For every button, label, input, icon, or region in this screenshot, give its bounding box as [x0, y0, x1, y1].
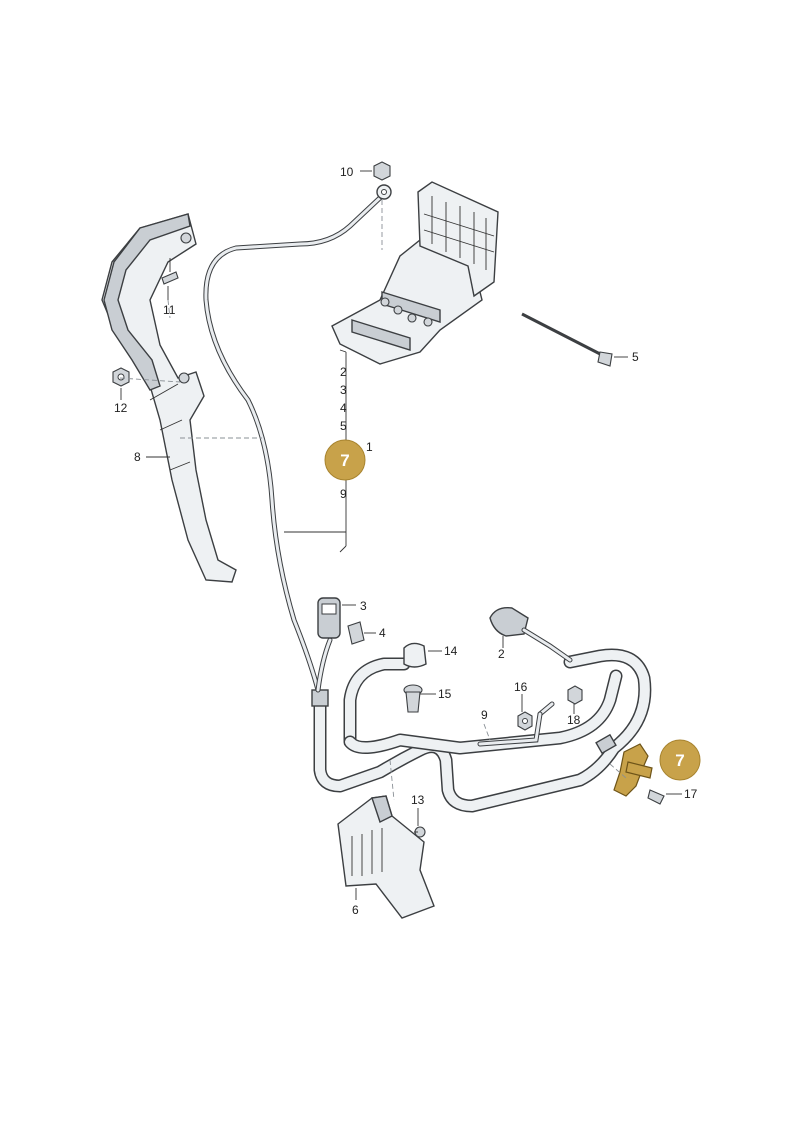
clip-4 [347, 621, 376, 645]
callout-list-4: 4 [340, 401, 347, 415]
callout-1: 1 [366, 440, 373, 454]
main-cable [203, 184, 392, 693]
badge-7-right: 7 [659, 739, 701, 781]
bracket-6 [337, 795, 435, 919]
battery-tray [331, 181, 499, 365]
callout-list-9: 9 [340, 487, 347, 501]
connector-2 [489, 607, 573, 663]
callout-3: 3 [360, 599, 367, 613]
highlighted-bracket-7 [613, 743, 653, 797]
badge-7-left: 7 [324, 439, 366, 481]
callout-18: 18 [567, 713, 581, 727]
ring-terminal [477, 701, 555, 747]
callout-17: 17 [684, 787, 698, 801]
callout-15: 15 [438, 687, 452, 701]
screw-17 [647, 789, 682, 805]
callout-5: 5 [632, 350, 639, 364]
cable-tie-5 [521, 312, 628, 367]
callout-9: 9 [481, 708, 488, 722]
connector-3 [317, 597, 356, 639]
nut-18 [567, 685, 583, 714]
callout-14: 14 [444, 644, 458, 658]
lower-harness-hose [311, 648, 652, 813]
callout-labels: 10 11 12 8 2 3 4 5 1 9 5 3 4 2 14 15 16 … [114, 165, 698, 917]
callout-13: 13 [411, 793, 425, 807]
badge-7-right-label: 7 [675, 751, 684, 770]
callout-16: 16 [514, 680, 528, 694]
badge-7-left-label: 7 [340, 451, 349, 470]
left-side-bracket [101, 213, 237, 583]
callout-11: 11 [163, 303, 176, 317]
bolt-13 [414, 808, 426, 838]
callout-2: 2 [498, 647, 505, 661]
reference-lines [119, 200, 627, 801]
callout-10: 10 [340, 165, 354, 179]
callout-list-5: 5 [340, 419, 347, 433]
nut-12 [112, 367, 130, 400]
nut-10 [360, 161, 391, 181]
screw-11 [161, 258, 179, 300]
callout-list-2: 2 [340, 365, 347, 379]
sensor-wire [315, 637, 333, 693]
callout-4: 4 [379, 626, 386, 640]
grommet-15 [403, 684, 436, 713]
callout-list-3: 3 [340, 383, 347, 397]
nut-16 [517, 694, 533, 731]
holder-14 [403, 642, 442, 668]
leader-lines [146, 456, 418, 833]
callout-12: 12 [114, 401, 128, 415]
callout-6: 6 [352, 903, 359, 917]
callout-8: 8 [134, 450, 141, 464]
